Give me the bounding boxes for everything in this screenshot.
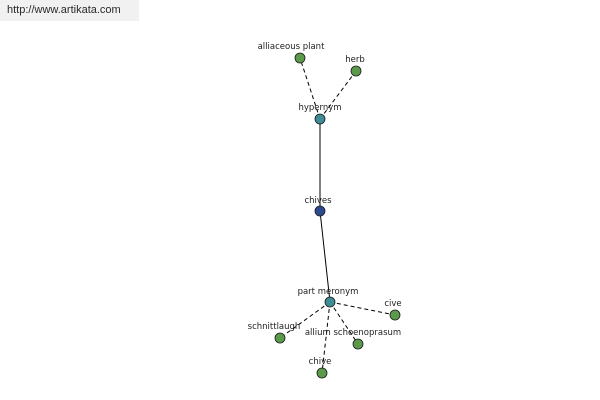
node-cive[interactable]	[389, 309, 401, 321]
node-chive[interactable]	[316, 367, 328, 379]
edge-chives-to-part-meronym	[319, 210, 331, 303]
labels-layer: alliaceous plant herb hypernym chives part m…	[248, 42, 402, 367]
node-alliaceous-plant[interactable]	[294, 52, 306, 64]
node-allium-schoenoprasum[interactable]	[352, 338, 364, 350]
nodes-layer	[274, 52, 401, 379]
node-herb[interactable]	[350, 65, 362, 77]
source-url-link[interactable]: http://www.artikata.com	[7, 4, 121, 16]
edge-hypernym-to-alliaceous-plant	[299, 57, 321, 120]
node-schnittlaugh[interactable]	[274, 332, 286, 344]
edge-part-meronym-to-chive	[321, 301, 331, 374]
edge-part-meronym-to-allium-schoenoprasum	[329, 301, 359, 345]
node-label-herb: herb	[345, 55, 365, 65]
node-label-schnittlaugh: schnittlaugh	[248, 322, 301, 332]
node-label-part-meronym: part meronym	[298, 287, 359, 297]
node-label-cive: cive	[384, 299, 401, 309]
node-label-alliaceous-plant: alliaceous plant	[258, 42, 325, 52]
node-hypernym[interactable]	[314, 113, 326, 125]
node-label-chives: chives	[304, 196, 332, 206]
node-chives[interactable]	[314, 205, 326, 217]
url-banner: http://www.artikata.com	[0, 0, 139, 21]
node-label-hypernym: hypernym	[298, 103, 341, 113]
node-label-chive: chive	[309, 357, 332, 367]
edge-part-meronym-to-schnittlaugh	[279, 301, 331, 339]
node-label-allium-schoenoprasum: allium schoenoprasum	[305, 328, 401, 338]
edges-layer	[279, 57, 396, 374]
edge-hypernym-to-herb	[319, 70, 357, 120]
node-part-meronym[interactable]	[324, 296, 336, 308]
